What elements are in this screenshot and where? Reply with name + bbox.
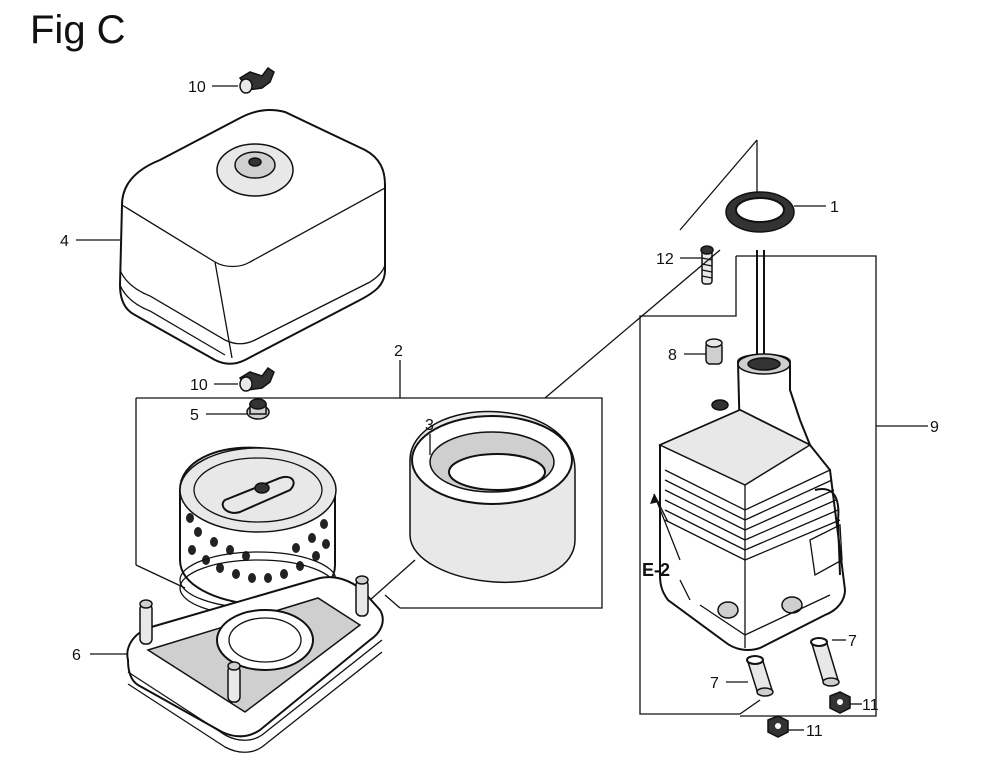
seal-ring <box>725 191 795 233</box>
nut-right <box>829 691 851 714</box>
grommet <box>246 398 270 420</box>
foam-outer-element <box>409 410 576 584</box>
callout-7-left: 7 <box>710 675 719 692</box>
pipe-right <box>810 637 840 687</box>
callout-6: 6 <box>72 647 81 664</box>
callout-2: 2 <box>394 343 403 360</box>
bolt <box>700 245 714 285</box>
callout-1: 1 <box>830 199 839 216</box>
collar <box>705 338 723 365</box>
callout-8: 8 <box>668 347 677 364</box>
nut-lower <box>767 715 789 738</box>
air-cleaner-cover <box>118 109 386 365</box>
callout-12: 12 <box>656 251 674 268</box>
leader-lines <box>76 85 928 731</box>
wing-bolt-middle <box>238 366 275 392</box>
callout-5: 5 <box>190 407 199 424</box>
air-cleaner-base <box>126 575 384 753</box>
callout-4: 4 <box>60 233 69 250</box>
pipe-left <box>746 655 774 697</box>
figure-title: Fig C <box>30 8 126 52</box>
wing-bolt-top <box>238 66 275 94</box>
callout-10-top: 10 <box>188 79 206 96</box>
callout-11-lower: 11 <box>806 723 823 740</box>
callout-10-middle: 10 <box>190 377 208 394</box>
air-cleaner-elbow <box>658 250 847 651</box>
callout-11-right: 11 <box>862 697 879 714</box>
air-filter-element <box>179 446 337 617</box>
reference-label: E-2 <box>642 560 670 580</box>
callout-7-right: 7 <box>848 633 857 650</box>
callout-9: 9 <box>930 419 939 436</box>
callout-3: 3 <box>425 417 434 434</box>
